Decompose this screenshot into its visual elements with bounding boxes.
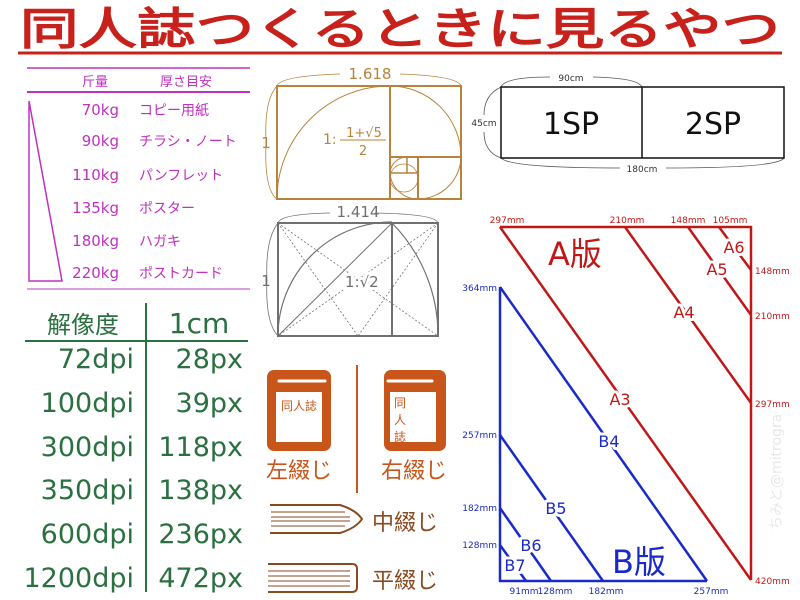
page-title: 同人誌つくるときに見るやつ: [20, 4, 780, 55]
size-label-b4: B4: [598, 432, 619, 451]
weight-use: パンフレット: [139, 168, 223, 184]
golden-width-label: 1.618: [349, 65, 392, 83]
dpi-value: 350dpi: [41, 475, 134, 506]
px-value: 138px: [158, 475, 243, 506]
side-stitch-label: 平綴じ: [372, 569, 438, 594]
weight-value: 135kg: [72, 199, 119, 217]
b-left-dim: 364mm: [462, 284, 497, 294]
dpi-value: 100dpi: [41, 388, 134, 419]
a-right-dim: 420mm: [755, 577, 790, 587]
b-left-dim: 128mm: [462, 541, 497, 551]
dpi-value: 600dpi: [41, 519, 134, 550]
b-bottom-dim: 128mm: [538, 587, 573, 597]
weight-value: 110kg: [72, 166, 119, 184]
right-binding-label: 右綴じ: [381, 459, 447, 484]
book-title-char: 誌: [394, 429, 406, 444]
resolution-table: 解像度 1cm 72dpi 28px 100dpi 39px 300dpi 11…: [24, 303, 248, 594]
a-right-dim: 210mm: [755, 312, 790, 322]
weight-value: 90kg: [82, 132, 119, 150]
weight-value: 220kg: [72, 264, 119, 282]
px-value: 39px: [176, 388, 243, 419]
book-title-char: 人: [394, 413, 406, 427]
b-left-dim: 257mm: [462, 431, 497, 441]
weight-use: コピー用紙: [139, 103, 209, 119]
silver-width-label: 1.414: [337, 203, 380, 221]
page-1sp: 1SP: [543, 107, 599, 142]
size-label-b5: B5: [545, 499, 566, 518]
header-thickness: 厚さ目安: [160, 75, 212, 90]
size-label-b6: B6: [520, 536, 541, 555]
watermark: ちみと@mitrogra: [769, 414, 785, 530]
weight-use: ポストカード: [139, 266, 223, 282]
a-right-dim: 148mm: [755, 267, 790, 277]
side-stitch-icon: [268, 563, 358, 593]
b-left-dim: 182mm: [462, 504, 497, 514]
px-value: 472px: [158, 563, 243, 594]
header-resolution: 解像度: [47, 311, 119, 339]
px-value: 28px: [176, 344, 243, 375]
golden-formula-numerator: 1+√5: [346, 126, 382, 141]
a-top-dim: 297mm: [490, 216, 525, 226]
book-title-char: 同: [394, 396, 406, 410]
saddle-stitch-icon: [270, 504, 364, 534]
a-right-dim: 297mm: [755, 400, 790, 410]
a-series-title: A版: [548, 235, 602, 273]
a-top-dim: 148mm: [671, 216, 706, 226]
total-width-label: 180cm: [627, 165, 658, 175]
size-label-a5: A5: [706, 260, 727, 279]
header-1cm: 1cm: [169, 307, 229, 340]
saddle-stitch-label: 中綴じ: [372, 511, 438, 536]
page-width-label: 90cm: [558, 74, 583, 84]
header-weight: 斤量: [82, 75, 108, 90]
spread-diagram: 1SP 2SP 90cm 45cm 180cm: [471, 74, 785, 175]
b-bottom-dim: 257mm: [694, 587, 729, 597]
left-binding-label: 左綴じ: [266, 459, 332, 484]
weight-value: 180kg: [72, 232, 119, 250]
a-top-dim: 105mm: [713, 216, 748, 226]
height-label: 45cm: [471, 119, 496, 129]
weight-use: ハガキ: [139, 234, 181, 250]
a-series-diagram: [498, 225, 753, 581]
book-title: 同人誌: [281, 398, 317, 413]
thickness-triangle: [28, 100, 63, 282]
silver-height-label: 1: [261, 272, 271, 290]
dpi-value: 1200dpi: [24, 563, 135, 594]
px-value: 236px: [158, 519, 243, 550]
golden-formula-denominator: 2: [359, 144, 367, 159]
a-top-dim: 210mm: [610, 216, 645, 226]
golden-formula-prefix: 1:: [323, 132, 337, 148]
silver-formula: 1:√2: [345, 273, 379, 291]
b-bottom-dim: 91mm: [510, 587, 539, 597]
size-label-a4: A4: [673, 303, 694, 322]
dpi-value: 72dpi: [58, 344, 134, 375]
weight-use: チラシ・ノート: [139, 134, 237, 150]
size-label-b7: B7: [504, 556, 525, 575]
golden-ratio-diagram: [265, 73, 462, 200]
left-binding-book-icon: 同人誌: [267, 370, 331, 451]
px-value: 118px: [158, 432, 243, 463]
binding-section: 同人誌 左綴じ 同 人 誌 右綴じ 中綴じ 平綴じ: [266, 365, 447, 594]
size-label-a6: A6: [723, 238, 744, 257]
size-label-a3: A3: [609, 390, 630, 409]
b-series-diagram: [498, 286, 709, 583]
silver-ratio-diagram: [266, 212, 439, 337]
b-series-title: B版: [612, 543, 666, 581]
right-binding-book-icon: 同 人 誌: [384, 370, 446, 451]
page-2sp: 2SP: [685, 107, 741, 142]
weight-value: 70kg: [82, 101, 119, 119]
dpi-value: 300dpi: [41, 432, 134, 463]
golden-height-label: 1: [261, 134, 271, 152]
paper-weight-table: 斤量 厚さ目安 70kg コピー用紙 90kg チラシ・ノート 110kg パン…: [27, 67, 250, 290]
weight-use: ポスター: [139, 201, 195, 217]
b-bottom-dim: 182mm: [589, 587, 624, 597]
